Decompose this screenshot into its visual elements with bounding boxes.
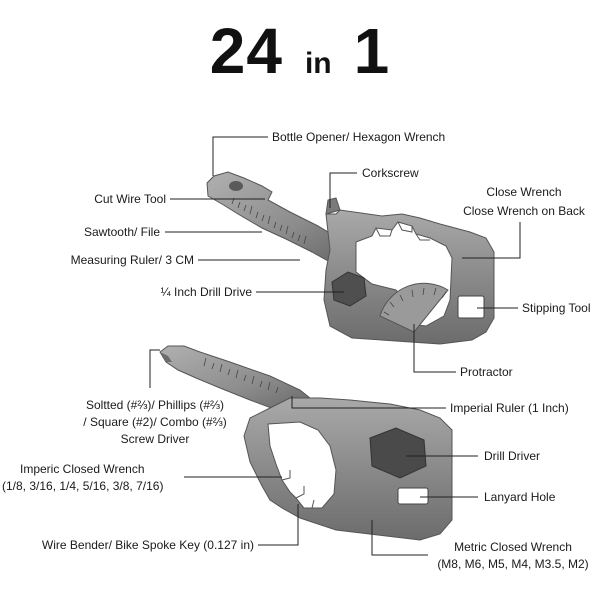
label-lanyard-hole: Lanyard Hole [484,490,556,504]
label-metric-wrench-line1: Metric Closed Wrench [454,540,572,554]
top-tool-protractor [379,282,449,333]
callout-line-wire-bender [258,504,299,546]
callout-line-imperial-ruler [291,396,446,409]
label-corkscrew: Corkscrew [362,166,419,180]
label-imperic-wrench-line1: Imperic Closed Wrench [20,462,145,476]
top-tool-protractor-ticks [383,287,447,316]
top-tool-hex-drive [331,271,367,307]
top-tool-opener-hole [229,181,243,191]
callout-line-corkscrew [329,172,357,208]
callout-line-protractor [413,324,456,373]
bottom-tool-ruler-ticks [203,357,279,394]
callout-line-metric-wrench [371,520,428,556]
label-drill-drive: ¼ Inch Drill Drive [160,285,252,299]
label-imperic-wrench-line2: (1/8, 3/16, 1/4, 5/16, 3/8, 7/16) [2,479,164,493]
bottom-tool-wrench-steps [281,470,315,509]
bottom-tool-lanyard-hole [397,487,429,505]
label-metric-wrench-line2: (M8, M6, M5, M4, M3.5, M2) [437,557,589,571]
label-stripping-tool: Stipping Tool [522,301,591,315]
label-cut-wire: Cut Wire Tool [94,192,166,206]
label-imperial-ruler: Imperial Ruler (1 Inch) [450,401,569,415]
callout-line-bottle-opener [212,136,268,176]
top-multitool [206,171,495,345]
label-sawtooth: Sawtooth/ File [83,225,160,239]
label-close-wrench: Close Wrench [486,185,562,199]
bottom-tool-hex-driver [369,427,427,479]
top-tool-wrench-steps [375,221,430,241]
label-screwdriver-line1: Soltted (#⅔)/ Phillips (#⅔) [85,398,225,412]
label-close-wrench-back: Close Wrench on Back [463,204,585,218]
label-protractor: Protractor [460,365,513,379]
headline-number-left: 24 [209,15,283,87]
label-screwdriver-line3: Screw Driver [120,432,190,446]
label-wire-bender: Wire Bender/ Bike Spoke Key (0.127 in) [41,538,254,552]
top-tool-ruler-ticks [231,197,307,245]
callout-lines [149,136,521,556]
callout-line-screwdriver [149,349,160,388]
bottom-multitool [159,345,453,541]
headline: 24 in 1 [0,14,600,88]
bottom-tool-head [243,397,453,541]
bottom-tool-inner-wrench-cutout [267,421,337,509]
headline-number-right: 1 [353,15,391,87]
bottom-tool-screwdriver-tip [160,352,172,362]
headline-word: in [304,47,332,80]
top-tool-stripping-slot [457,295,485,319]
label-measuring-ruler: Measuring Ruler/ 3 CM [70,253,194,267]
label-drill-driver: Drill Driver [484,449,540,463]
label-screwdriver-line2: / Square (#2)/ Combo (#⅔) [83,415,227,429]
callout-line-close-wrench [462,222,521,259]
label-bottle-opener: Bottle Opener/ Hexagon Wrench [272,130,446,144]
